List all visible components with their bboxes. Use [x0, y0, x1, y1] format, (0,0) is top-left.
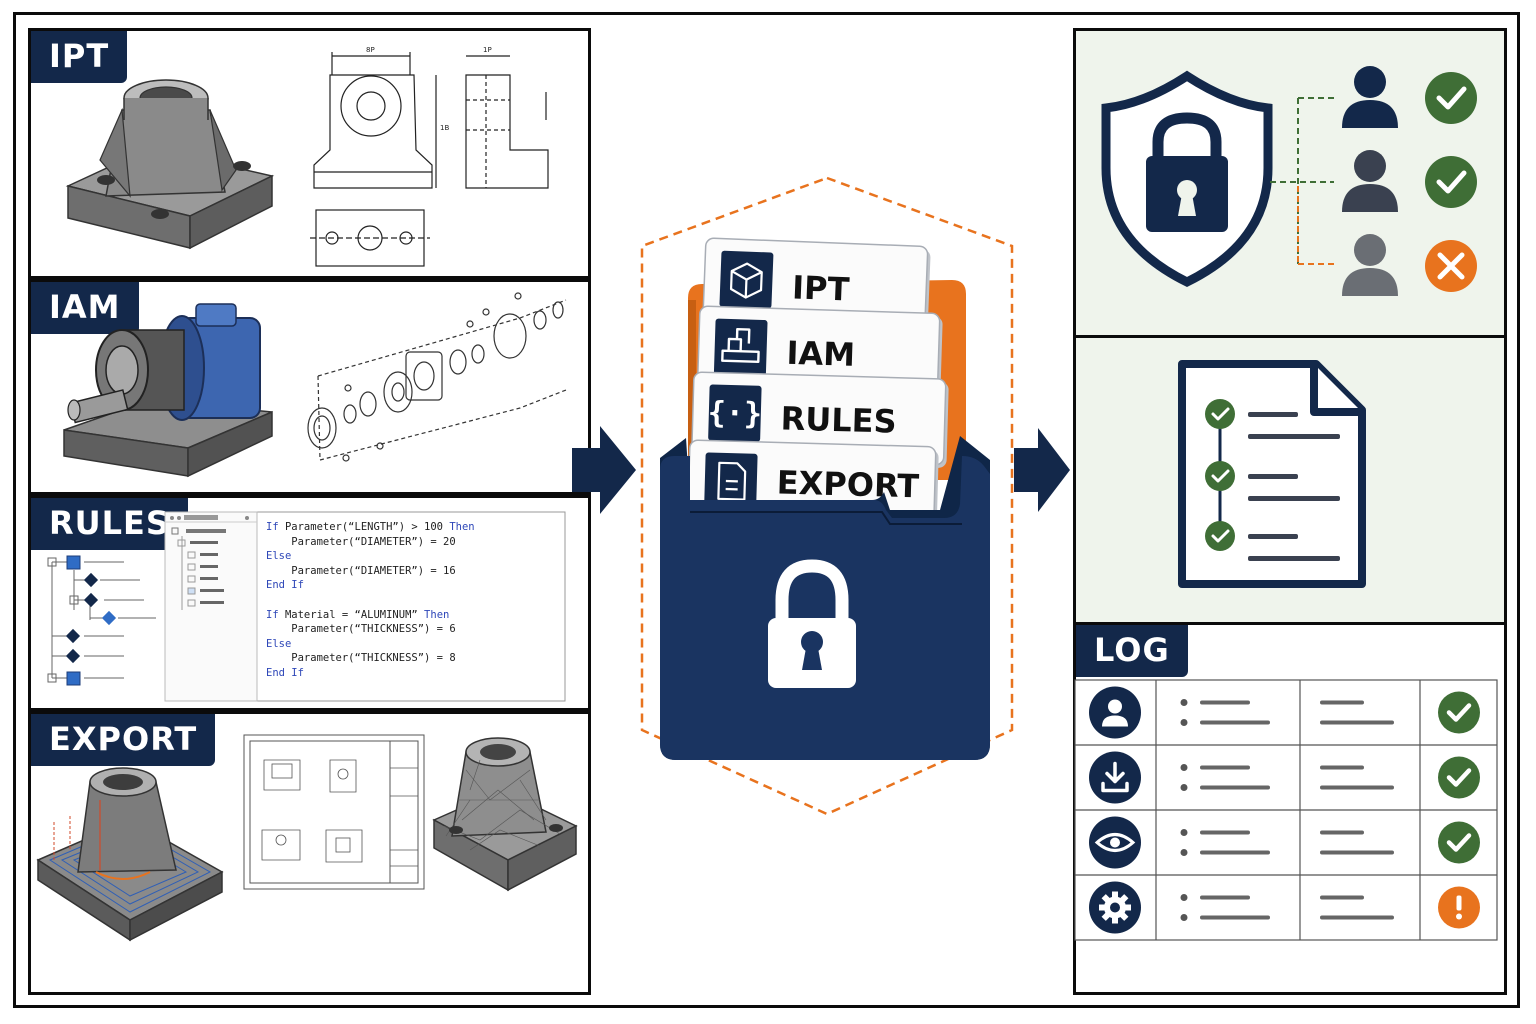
rules-tag: RULES: [31, 498, 188, 550]
iam-tag: IAM: [31, 282, 139, 334]
code-line: Else: [266, 549, 475, 564]
code-line: If Parameter(“LENGTH”) > 100 Then: [266, 520, 475, 535]
code-keyword: Else: [266, 550, 292, 563]
code-line: If Material = “ALUMINUM” Then: [266, 608, 475, 623]
code-keyword: Then: [449, 521, 475, 533]
code-line: Else: [266, 637, 475, 652]
export-tag: EXPORT: [31, 714, 216, 766]
code-text: Parameter(“DIAMETER”) = 20: [266, 535, 456, 548]
code-line: Parameter(“DIAMETER”) = 16: [266, 564, 475, 579]
export-panel: EXPORT: [28, 711, 591, 995]
code-keyword: Then: [424, 608, 450, 621]
code-keyword: Else: [266, 637, 292, 650]
code-line: Parameter(“THICKNESS”) = 6: [266, 622, 475, 637]
code-text: Parameter(“LENGTH”) > 100: [284, 521, 450, 533]
code-text: Parameter(“THICKNESS”) = 8: [266, 652, 456, 665]
ipt-panel: IPT: [28, 28, 591, 279]
checklist-panel: [1073, 335, 1507, 625]
code-keyword: If: [266, 521, 285, 533]
code-line: End If: [266, 578, 475, 593]
code-keyword: If: [266, 608, 285, 621]
code-line: [266, 593, 475, 608]
code-keyword: End If: [266, 579, 304, 592]
code-line: Parameter(“THICKNESS”) = 8: [266, 651, 475, 666]
iam-panel: IAM: [28, 279, 591, 495]
code-text: Material = “ALUMINUM”: [284, 608, 425, 621]
rules-code-block: If Parameter(“LENGTH”) > 100 Then Parame…: [266, 520, 475, 681]
code-line: Parameter(“DIAMETER”) = 20: [266, 535, 475, 550]
outer-frame: [13, 12, 1520, 1008]
code-line: End If: [266, 666, 475, 681]
log-tag: LOG: [1076, 625, 1188, 677]
code-text: Parameter(“DIAMETER”) = 16: [266, 564, 456, 577]
code-keyword: End If: [266, 666, 304, 679]
code-text: Parameter(“THICKNESS”) = 6: [266, 623, 456, 636]
ipt-tag: IPT: [31, 31, 128, 83]
log-panel: LOG: [1073, 622, 1507, 995]
access-control-panel: [1073, 28, 1507, 338]
